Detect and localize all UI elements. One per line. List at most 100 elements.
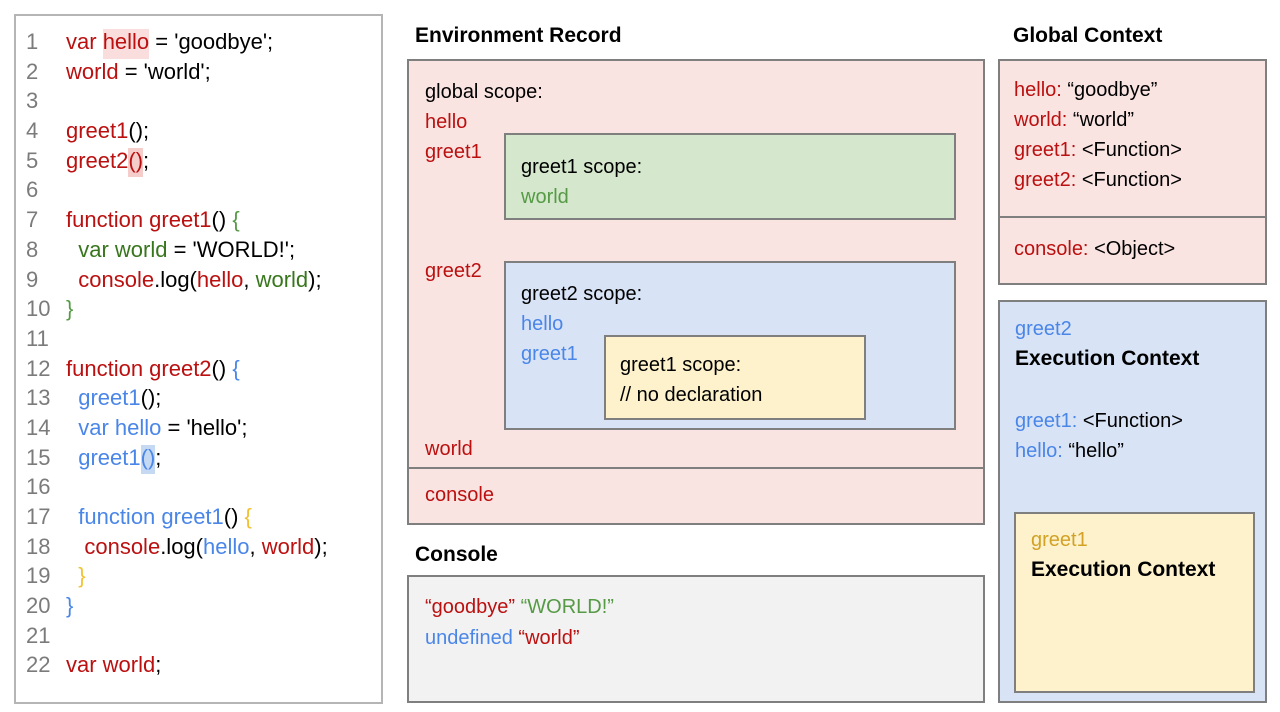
code-token: {: [232, 207, 240, 233]
code-token: [66, 237, 78, 267]
code-token: “world”: [518, 627, 580, 649]
var-name: greet2:: [1014, 169, 1077, 191]
code-token: );: [314, 533, 328, 559]
code-token: }: [78, 563, 86, 589]
code-token: greet1: [66, 118, 129, 144]
console-scope-box: console: [407, 467, 985, 525]
var-name: hello:: [1014, 79, 1062, 101]
context-var-row: greet1: <Function>: [1014, 135, 1265, 165]
context-var-row: world: “world”: [1014, 105, 1265, 135]
var-name: world:: [1014, 109, 1068, 131]
console-title: Console: [415, 543, 498, 566]
code-token: greet1: [78, 385, 141, 411]
greet2-scope-box: greet2 scope: hello greet1 greet1 scope:…: [504, 261, 956, 430]
global-scope-label: global scope:: [425, 81, 543, 103]
line-number: 5: [26, 147, 39, 173]
greet1-execution-context-box: greet1 Execution Context: [1014, 512, 1255, 693]
code-token: {: [232, 355, 240, 381]
line-number: 1: [26, 29, 39, 54]
line-number: 9: [26, 266, 39, 292]
global-context-console-name: console:: [1014, 238, 1089, 260]
code-token: [66, 267, 78, 297]
code-token: .log(: [154, 266, 197, 292]
code-token: (): [140, 444, 156, 475]
code-token: (): [211, 207, 233, 233]
greet1-scope-var-world: world: [521, 186, 569, 208]
greet1-nested-scope-label: greet1 scope:: [620, 354, 742, 376]
var-name: greet1:: [1015, 410, 1078, 432]
greet1-execution-context-label: Execution Context: [1031, 558, 1216, 581]
code-line: 13 greet1();: [26, 385, 377, 415]
no-declaration-comment: // no declaration: [620, 384, 763, 406]
code-token: (): [223, 504, 245, 529]
code-line: 16: [26, 474, 377, 504]
line-number: 18: [26, 533, 51, 559]
greet2-execution-context-name: greet2: [1015, 318, 1072, 340]
code-token: console: [78, 266, 155, 292]
console-output-box: “goodbye” “WORLD!” undefined “world”: [407, 575, 985, 703]
greet1-scope-label: greet1 scope:: [521, 156, 643, 178]
var-value: “world”: [1067, 109, 1135, 131]
line-number: 10: [26, 296, 51, 322]
global-context-box: hello: “goodbye”world: “world”greet1: <F…: [998, 59, 1267, 218]
code-token: {: [244, 504, 252, 529]
code-token: hello: [196, 266, 244, 292]
greet2-scope-label: greet2 scope:: [521, 283, 643, 305]
context-var-row: greet1: <Function>: [1015, 406, 1183, 436]
code-line: 18 console.log(hello, world);: [26, 534, 377, 564]
code-line: 6: [26, 177, 377, 207]
code-line: 17 function greet1() {: [26, 504, 377, 534]
code-token: ;: [155, 444, 162, 470]
line-number: 8: [26, 236, 39, 262]
greet2-scope-var-greet1: greet1: [521, 343, 578, 365]
code-token: = 'goodbye';: [149, 29, 274, 54]
code-token: “goodbye”: [425, 596, 521, 618]
code-token: console: [84, 533, 161, 559]
code-token: function greet1: [66, 207, 212, 233]
var-value: <Function>: [1076, 139, 1182, 161]
console-output-line: “goodbye” “WORLD!”: [425, 592, 983, 623]
greet2-scope-var-hello: hello: [521, 313, 564, 335]
code-token: var hello: [78, 414, 162, 440]
global-scope-box: global scope: hello greet1 greet1 scope:…: [407, 59, 985, 469]
line-number: 21: [26, 622, 51, 648]
code-line: 14 var hello = 'hello';: [26, 415, 377, 445]
code-token: [66, 445, 78, 475]
line-number: 16: [26, 474, 51, 500]
code-token: [66, 534, 84, 564]
context-var-row: hello: “hello”: [1015, 436, 1183, 466]
code-token: greet1: [78, 444, 141, 470]
global-context-console-value: <Object>: [1094, 238, 1176, 260]
code-token: undefined: [425, 627, 519, 649]
code-line: 3: [26, 88, 377, 118]
code-line: 21: [26, 623, 377, 653]
greet1-execution-context-name: greet1: [1031, 529, 1088, 551]
code-line: 11: [26, 326, 377, 356]
code-token: world: [66, 58, 119, 84]
environment-record-title: Environment Record: [415, 24, 622, 47]
global-context-title: Global Context: [1013, 24, 1163, 47]
line-number: 19: [26, 563, 51, 589]
greet2-execution-context-vars: greet1: <Function>hello: “hello”: [1015, 406, 1183, 466]
code-token: = 'world';: [118, 58, 211, 84]
line-number: 14: [26, 414, 51, 440]
var-name: hello:: [1015, 440, 1063, 462]
code-token: }: [66, 296, 74, 322]
code-token: ,: [243, 266, 256, 292]
code-token: ();: [128, 118, 150, 144]
line-number: 17: [26, 504, 51, 529]
greet1-nested-scope-box: greet1 scope: // no declaration: [604, 335, 866, 420]
code-token: greet2: [66, 147, 129, 173]
code-line: 9 console.log(hello, world);: [26, 267, 377, 297]
code-line: 19 }: [26, 563, 377, 593]
line-number: 7: [26, 207, 39, 233]
code-token: [66, 504, 78, 534]
greet1-scope-box: greet1 scope: world: [504, 133, 956, 220]
global-scope-var-world: world: [425, 438, 473, 460]
